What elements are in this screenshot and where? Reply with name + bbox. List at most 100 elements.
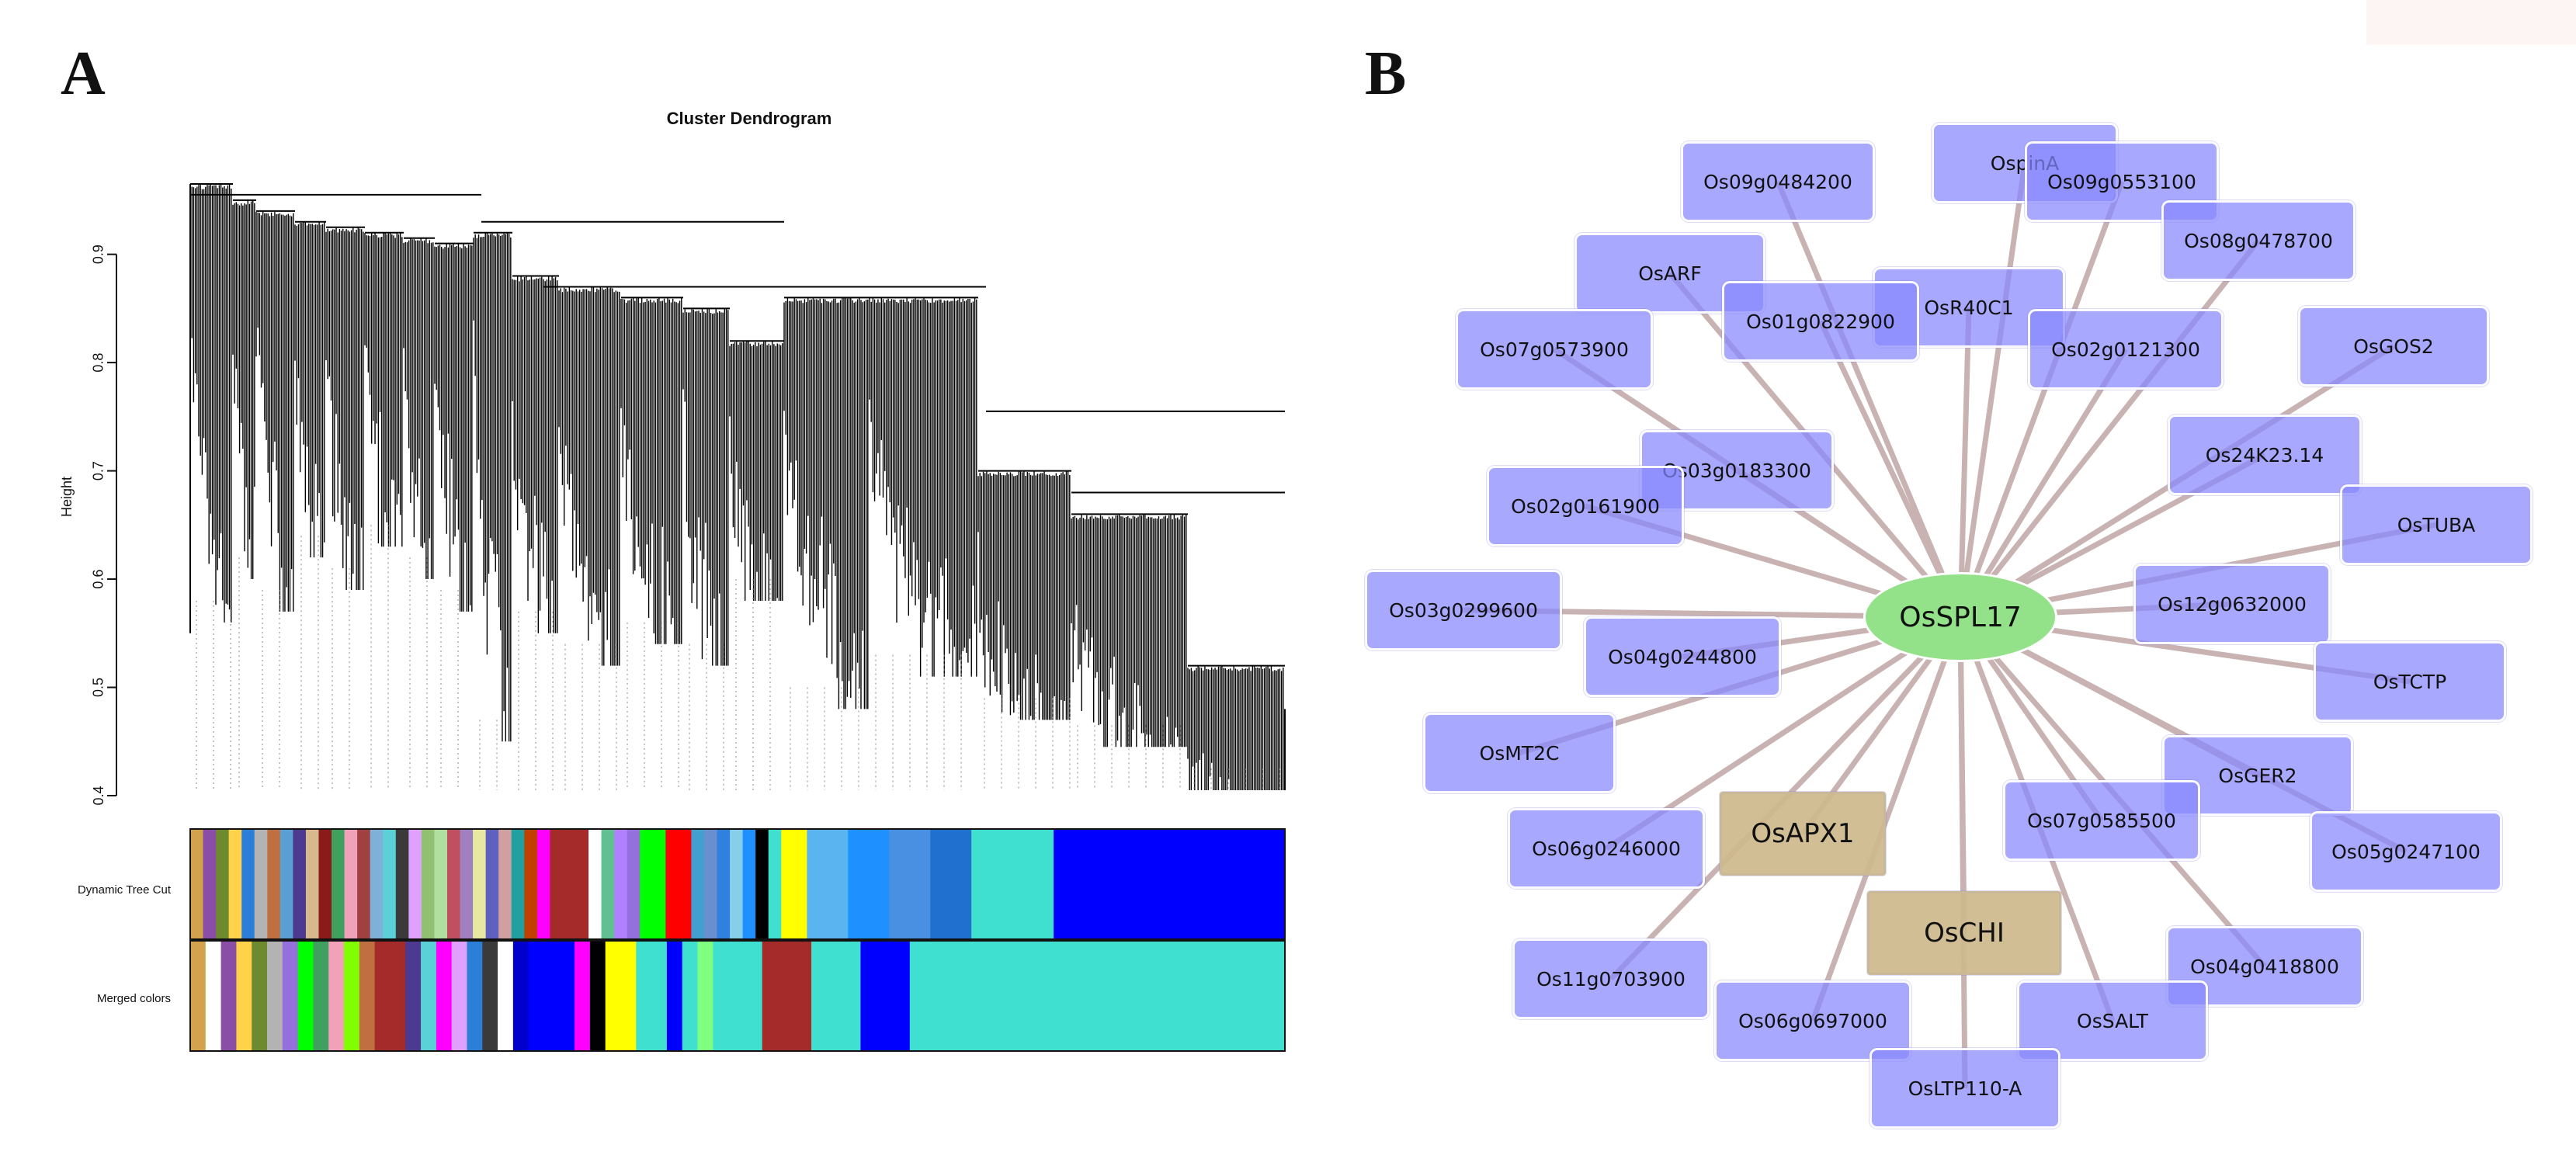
color-bar-segment [550, 829, 564, 939]
merged-colors-colorbar [189, 940, 1286, 1052]
gene-node: Os12g0632000 [2133, 564, 2331, 644]
color-bar-segment [374, 941, 391, 1051]
color-bar-segment [543, 941, 560, 1051]
color-bar-segment [220, 941, 238, 1051]
color-bar-segment [640, 829, 654, 939]
color-bar-segment [1008, 941, 1101, 1051]
color-bar-segment [318, 829, 332, 939]
color-bar-segment [408, 829, 422, 939]
color-bar-segment [665, 829, 679, 939]
y-tick-label: 0.6 [91, 570, 106, 589]
color-bar-segment [344, 829, 358, 939]
color-bar-segment [498, 941, 514, 1051]
gene-node: Os02g0161900 [1487, 466, 1684, 546]
color-bar-segment [1130, 829, 1209, 939]
color-bar-segment [1193, 941, 1286, 1051]
color-bar-segment [562, 829, 577, 939]
color-bar-segment [811, 941, 862, 1051]
gene-node-highlighted: OsCHI [1867, 891, 2061, 975]
color-bar-segment [267, 941, 283, 1051]
color-bar-segment [528, 941, 545, 1051]
color-bar-segment [482, 941, 498, 1051]
dendrogram-y-axis: 0.4 0.5 0.6 0.7 0.8 0.9 [91, 245, 117, 806]
gene-node-highlighted: OsAPX1 [1720, 792, 1886, 876]
color-bar-segment [848, 829, 890, 939]
color-bar-segment [651, 941, 668, 1051]
gene-node: Os08g0478700 [2161, 200, 2356, 281]
gene-node: Os07g0585500 [2003, 780, 2200, 861]
color-bar-segment [370, 829, 384, 939]
color-bar-segment [305, 829, 320, 939]
color-bar-segment [627, 829, 641, 939]
hub-node-ospl17: OsSPL17 [1863, 572, 2057, 662]
gene-node: OsLTP110-A [1870, 1048, 2060, 1129]
color-bar-segment [473, 829, 487, 939]
gene-node: OsTUBA [2340, 484, 2533, 565]
gene-node: Os09g0484200 [1681, 141, 1875, 222]
y-tick-label: 0.4 [91, 786, 106, 805]
color-bar-segment [601, 829, 615, 939]
color-bar-segment [1100, 941, 1193, 1051]
y-tick-label: 0.8 [91, 353, 106, 373]
color-bar-segment [205, 941, 222, 1051]
y-tick-label: 0.9 [91, 245, 106, 264]
color-bar-segment [383, 829, 397, 939]
color-bar-segment [252, 941, 268, 1051]
color-bar-segment [190, 829, 204, 939]
color-bar-segment [930, 829, 972, 939]
color-bar-segment [421, 941, 437, 1051]
color-bar-segment [678, 829, 693, 939]
network-edge [1957, 180, 2125, 619]
dendrogram-y-label: Height [59, 477, 75, 517]
color-bar-segment [909, 941, 960, 1051]
gene-node: Os04g0244800 [1584, 616, 1781, 697]
dendrogram-plot: 0.4 0.5 0.6 0.7 0.8 0.9 Height [59, 182, 1286, 1052]
color-bar-segment [971, 829, 1013, 939]
network-edge [1810, 616, 1963, 1022]
color-bar-segment [620, 941, 637, 1051]
color-bar-segment [889, 829, 931, 939]
color-bar-segment [559, 941, 575, 1051]
gene-node: OsTCTP [2314, 641, 2506, 722]
color-bar-segment [717, 829, 731, 939]
y-tick-label: 0.7 [91, 461, 106, 480]
color-bar-segment [588, 829, 602, 939]
color-bar-segment [768, 829, 782, 939]
gene-node: Os02g0121300 [2028, 309, 2224, 390]
color-bar-segment [405, 941, 422, 1051]
color-bar-segment [860, 941, 911, 1051]
color-bar-segment [762, 941, 812, 1051]
network-edge [1817, 320, 1963, 619]
color-bar-segment [511, 829, 525, 939]
color-bar-segment [742, 829, 756, 939]
gene-node: Os06g0697000 [1714, 980, 1911, 1061]
gene-node: Os03g0299600 [1365, 570, 1562, 650]
color-bar-segment [313, 941, 329, 1051]
dynamic-tree-cut-colorbar [189, 828, 1286, 940]
color-bar-segment [781, 829, 795, 939]
color-bar-segment [636, 941, 652, 1051]
color-bar-segment [793, 829, 807, 939]
color-bar-segment [691, 829, 705, 939]
gene-node: OsMT2C [1423, 713, 1616, 793]
color-bar-segment [460, 829, 474, 939]
color-bar-segment [451, 941, 468, 1051]
color-bar-segment [614, 829, 628, 939]
gene-node: Os01g0822900 [1722, 281, 1919, 362]
color-bar-segment [512, 941, 529, 1051]
color-bar-segment [267, 829, 281, 939]
gene-node: Os06g0246000 [1508, 808, 1705, 889]
color-bar-segment [605, 941, 622, 1051]
color-bar-segment [328, 941, 345, 1051]
color-bar-segment [697, 941, 713, 1051]
color-bar-segment [332, 829, 345, 939]
color-bar-segment [498, 829, 512, 939]
dynamic-tree-cut-label: Dynamic Tree Cut [77, 883, 171, 897]
color-bar-segment [395, 829, 409, 939]
dendrogram-title: Cluster Dendrogram [666, 109, 832, 128]
color-bar-segment [436, 941, 453, 1051]
color-bar-segment [434, 829, 448, 939]
y-tick-label: 0.5 [91, 678, 106, 697]
color-bar-segment [1012, 829, 1054, 939]
color-bar-segment [241, 829, 255, 939]
